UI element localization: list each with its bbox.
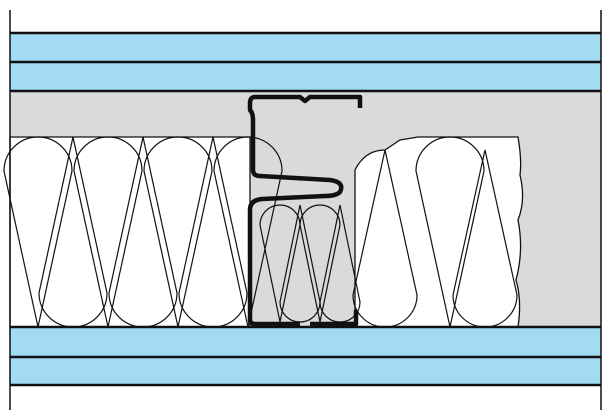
steel-stud bbox=[247, 94, 363, 327]
board-bottom-outer bbox=[10, 357, 601, 385]
insulation-loop bbox=[73, 136, 143, 328]
board-lines bbox=[10, 31, 601, 387]
edge-lines bbox=[9, 10, 602, 410]
board-top-inner bbox=[10, 62, 601, 91]
insulation-loop bbox=[319, 204, 361, 323]
insulation-loop bbox=[3, 136, 73, 328]
insulation-loop bbox=[143, 136, 213, 328]
insulation-loop bbox=[415, 136, 485, 328]
board-bottom-inner bbox=[10, 327, 601, 357]
insulation-right bbox=[354, 136, 524, 328]
board-top-outer bbox=[10, 33, 601, 62]
